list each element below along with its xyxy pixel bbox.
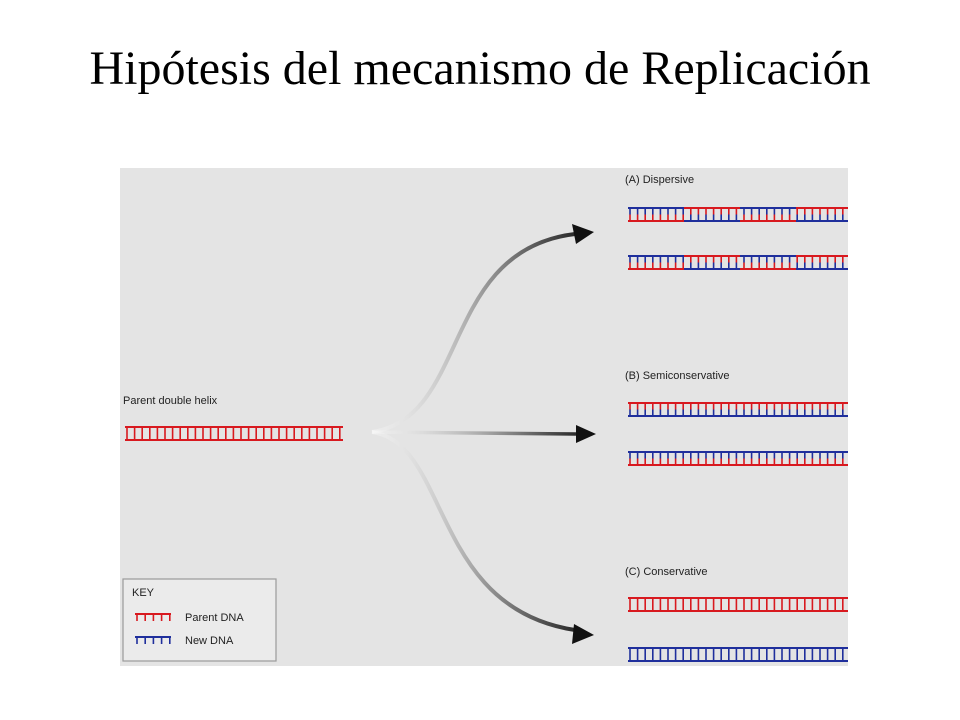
model-label-conservative: (C) Conservative bbox=[625, 566, 708, 578]
semiconservative-daughter-helix-2 bbox=[628, 451, 848, 466]
arrow-to-conservative bbox=[371, 430, 594, 644]
parent-double-helix bbox=[125, 426, 343, 441]
key-box bbox=[122, 578, 277, 662]
dispersive-daughter-helix-2 bbox=[628, 255, 848, 270]
key-label-new-dna: New DNA bbox=[185, 635, 234, 647]
dispersive-daughter-helix-1 bbox=[628, 207, 848, 222]
key-label-parent-dna: Parent DNA bbox=[185, 612, 244, 624]
conservative-daughter-helix-1 bbox=[628, 597, 848, 612]
arrow-to-dispersive bbox=[371, 224, 594, 434]
semiconservative-daughter-helix-1 bbox=[628, 402, 848, 417]
model-label-semiconservative: (B) Semiconservative bbox=[625, 370, 730, 382]
new-dna-swatch bbox=[135, 636, 171, 644]
parent-dna-swatch bbox=[135, 613, 171, 621]
conservative-daughter-helix-2 bbox=[628, 647, 848, 662]
parent-helix-label: Parent double helix bbox=[123, 395, 218, 407]
arrow-to-semiconservative bbox=[371, 425, 596, 443]
slide-title: Hipótesis del mecanismo de Replicación bbox=[89, 42, 871, 95]
key-title: KEY bbox=[132, 587, 155, 599]
model-label-dispersive: (A) Dispersive bbox=[625, 174, 694, 186]
replication-diagram: Parent double helix (A) Dispersive (B) S… bbox=[122, 174, 848, 662]
replication-figure: Parent double helix (A) Dispersive (B) S… bbox=[120, 168, 848, 666]
key-legend: KEY Parent DNA New DNA bbox=[122, 578, 277, 662]
